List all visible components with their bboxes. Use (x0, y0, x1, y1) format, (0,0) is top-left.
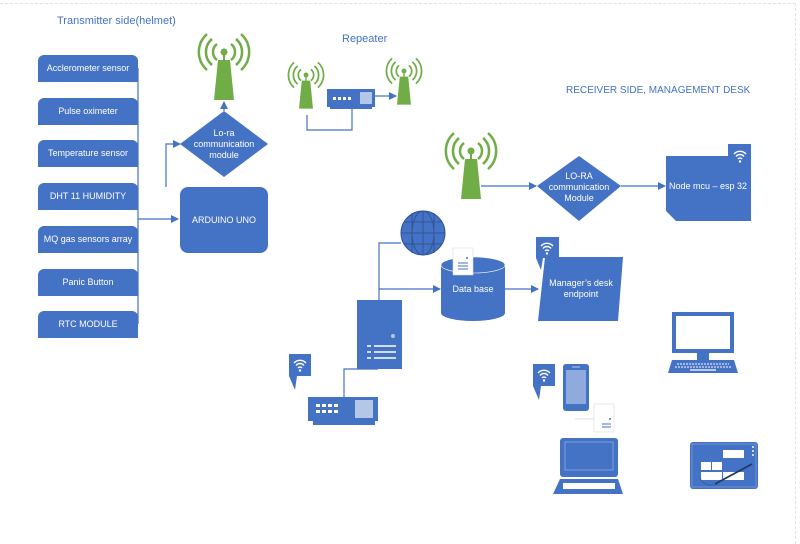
page-border-top (0, 3, 796, 4)
receiver-lora-diamond (537, 156, 621, 221)
desktop-computer-icon (668, 312, 738, 373)
receiver-antenna-icon (444, 131, 498, 201)
server-to-router-link (343, 368, 378, 398)
transmitter-lora-diamond (180, 111, 268, 177)
arduino-uno-label: ARDUINO UNO (191, 214, 256, 225)
database-label: Data base (452, 283, 494, 294)
sensor-rtc-module: RTC MODULE (38, 311, 138, 338)
network-router-icon (308, 397, 378, 425)
manager-desk-label: Manager’s desk endpoint (549, 278, 613, 299)
node-mcu-shape (666, 144, 751, 221)
page-border-right (795, 3, 796, 544)
transmitter-side-title: Transmitter side(helmet) (57, 15, 176, 27)
sensor-mq-gas-array: MQ gas sensors array (38, 226, 138, 253)
repeater-router-icon (327, 89, 375, 109)
arduino-uno-box (180, 187, 268, 253)
server-tower-icon (357, 300, 402, 369)
router-wifi-bubble (289, 354, 311, 390)
sensor-pulse-oximeter: Pulse oximeter (38, 98, 138, 125)
arduino-to-lora-arrow (165, 140, 181, 187)
sensor-accelerometer: Acclerometer sensor (38, 55, 138, 82)
globe-icon (400, 210, 446, 256)
server-to-globe-link (378, 242, 401, 300)
mobile-phone-icon (563, 364, 589, 411)
phone-wifi-bubble (533, 364, 555, 400)
transmitter-lora-label: Lo-ra communication module (193, 127, 255, 160)
laptop-icon (553, 438, 623, 494)
repeater-antenna-left-icon (287, 61, 325, 110)
tablet-pen-icon (690, 442, 758, 489)
sensor-dht11-humidity: DHT 11 HUMIDITY (38, 183, 138, 210)
receiver-lora-label: LO-RA communication Module (548, 170, 610, 203)
sensor-panic-button: Panic Button (38, 269, 138, 296)
node-mcu-label: Node mcu – esp 32 (668, 180, 748, 191)
transmitter-antenna-icon (197, 32, 251, 102)
manager-desk-shape (538, 257, 623, 321)
receiver-side-title: RECEIVER SIDE, MANAGEMENT DESK (566, 85, 751, 96)
database-document-icon (452, 247, 474, 276)
repeater-antenna-right-icon (385, 57, 423, 106)
repeater-antenna-link (306, 109, 353, 131)
sensor-temperature: Temperature sensor (38, 140, 138, 167)
laptop-document-icon (593, 403, 615, 433)
repeater-title: Repeater (342, 33, 388, 45)
